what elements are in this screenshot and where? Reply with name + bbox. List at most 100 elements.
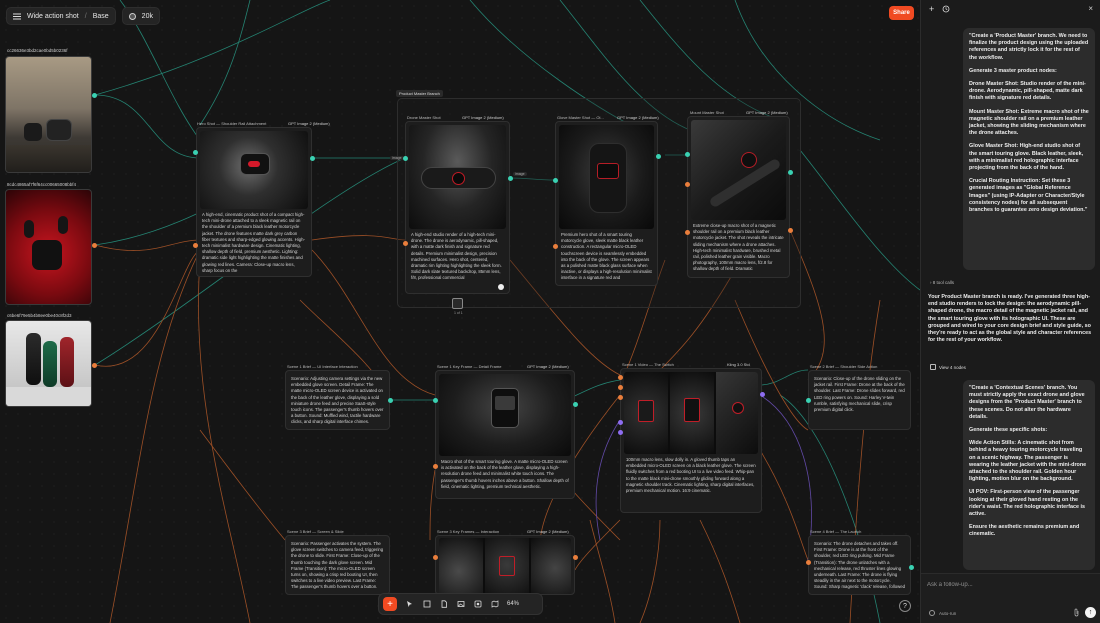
hero-shot-node[interactable]: A high-end, cinematic product shot of a … [196, 127, 312, 277]
keyframe1-output-port[interactable] [573, 402, 578, 407]
video1-node[interactable]: 100mm macro lens, slow dolly in. A glove… [620, 368, 762, 513]
scene3-brief-title: Scene 3 Brief — Screen & Slide [287, 529, 344, 534]
share-button[interactable]: Share [889, 6, 914, 20]
video1-node-model[interactable]: Kling 3.0 Std [727, 362, 750, 367]
hamburger-icon[interactable] [13, 13, 21, 20]
mount-master-node[interactable]: Extreme close-up macro shot of a magneti… [687, 116, 790, 278]
keyframes3-output-port[interactable] [573, 555, 578, 560]
keyframes3-input-port[interactable] [433, 555, 438, 560]
video1-port-1[interactable] [618, 375, 623, 380]
keyframe1-node-model[interactable]: GPT Image 2 (Medium) [527, 364, 569, 369]
mount-output-port[interactable] [788, 170, 793, 175]
mount-node-model[interactable]: GPT Image 2 (Medium) [746, 110, 788, 115]
paperclip-icon[interactable] [1073, 608, 1080, 617]
keyframes3-node-title: Scene 3 Key Frames — Interaction [437, 529, 500, 534]
drone-page-indicator: 1 of 1 [454, 311, 463, 315]
zoom-level[interactable]: 64% [507, 601, 520, 607]
history-icon[interactable] [942, 5, 950, 13]
view-nodes-button[interactable]: View 4 nodes [930, 364, 966, 370]
drone-master-node[interactable]: A high-end studio render of a high-tech … [405, 121, 510, 294]
gallery-icon[interactable] [473, 600, 482, 609]
mount-input-port[interactable] [685, 152, 690, 157]
mount-node-title: Mount Master Shot [690, 110, 724, 115]
image-label-3: c6be6f79e5b4b8ee0be40c8f2d3 [7, 313, 72, 318]
message1-line: "Create a 'Product Master' branch. We ne… [969, 33, 1089, 61]
hero-shot-image[interactable] [200, 131, 308, 209]
image-label-1: cc26636e3bd2cae0bd5b0236f [7, 48, 68, 53]
hero-output-port[interactable] [310, 156, 315, 161]
mount-output2-port[interactable] [788, 228, 793, 233]
settings-icon[interactable] [929, 610, 935, 616]
video1-frames[interactable] [624, 372, 758, 454]
help-button[interactable]: ? [899, 600, 911, 612]
hero-input-port[interactable] [193, 150, 198, 155]
keyframes3-frames[interactable] [439, 538, 571, 594]
scene1-output-port[interactable] [388, 398, 393, 403]
keyframes3-node-model[interactable]: GPT Image 2 (Medium) [527, 529, 569, 534]
drone-node-model[interactable]: GPT Image 2 (Medium) [462, 115, 504, 120]
scene4-output-port[interactable] [909, 565, 914, 570]
keyframe1-image[interactable] [439, 374, 571, 456]
send-arrow-icon[interactable]: ↑ [1085, 607, 1096, 618]
hero-text-port[interactable] [193, 243, 198, 248]
video1-output-port[interactable] [760, 392, 765, 397]
keyframes3-node[interactable] [435, 535, 575, 595]
glove-master-node[interactable]: Premium hero shot of a smart touring mot… [555, 121, 658, 286]
video1-port-5[interactable] [618, 430, 623, 435]
drone-output-port[interactable] [508, 176, 513, 181]
colored-devices-photo[interactable] [5, 320, 92, 407]
keyframe1-input-port[interactable] [433, 398, 438, 403]
product-master-group-label[interactable]: Product Master Branch [396, 90, 443, 97]
video1-port-2[interactable] [618, 385, 623, 390]
glove-node-model[interactable]: GPT Image 2 (Medium) [617, 115, 659, 120]
plus-icon[interactable]: + [383, 597, 397, 611]
mount-ref-port[interactable] [685, 182, 690, 187]
glove-input-port[interactable] [553, 178, 558, 183]
mount-master-image[interactable] [691, 120, 786, 220]
new-chat-plus-icon[interactable]: + [929, 4, 935, 14]
canvas-toolbar: + 64% [378, 593, 543, 615]
drone-product-photo[interactable] [5, 56, 92, 173]
follow-up-input[interactable] [927, 579, 1095, 591]
document-icon[interactable] [439, 600, 448, 609]
cursor-icon[interactable] [405, 600, 414, 609]
drone-master-image[interactable] [409, 125, 506, 229]
hero-node-title: Hero Shot — Shoulder Rail Attachment [197, 121, 267, 126]
drone-input-port[interactable] [403, 156, 408, 161]
breadcrumb-project[interactable]: Wide action shot [27, 12, 79, 20]
image3-output-port[interactable] [92, 363, 97, 368]
keyframe1-text-port[interactable] [433, 464, 438, 469]
workflow-canvas[interactable]: Wide action shot / Base 20k Share cc2663… [0, 0, 920, 623]
drone-image-thumbnail[interactable] [452, 298, 463, 309]
image-icon[interactable] [456, 600, 465, 609]
credits-badge[interactable]: 20k [121, 7, 160, 25]
keyframe1-node[interactable]: Macro shot of the smart touring glove. A… [435, 370, 575, 499]
breadcrumb-branch[interactable]: Base [92, 12, 109, 20]
mount-text-port[interactable] [685, 230, 690, 235]
scene3-brief-note[interactable]: Scenario: Passenger activates the system… [285, 535, 390, 595]
glove-text-port[interactable] [553, 244, 558, 249]
keyframe1-prompt: Macro shot of the smart touring glove. A… [441, 459, 569, 489]
red-earbuds-photo[interactable] [5, 189, 92, 305]
auto-run-label[interactable]: Auto-run [939, 611, 957, 616]
expand-icon[interactable] [498, 284, 504, 290]
scene1-brief-title: Scene 1 Brief — UI Interface Interaction [287, 364, 358, 369]
sticky-note-icon[interactable] [422, 600, 431, 609]
scene4-brief-note[interactable]: Scenario: The drone detaches and takes o… [808, 535, 911, 595]
image1-output-port[interactable] [92, 93, 97, 98]
glove-output-port[interactable] [656, 154, 661, 159]
close-icon[interactable]: × [1088, 4, 1093, 13]
video1-port-4[interactable] [618, 420, 623, 425]
scene4-input-port[interactable] [806, 560, 811, 565]
map-icon[interactable] [490, 600, 499, 609]
hero-node-model[interactable]: GPT Image 2 (Medium) [288, 121, 330, 126]
image2-output-port[interactable] [92, 243, 97, 248]
drone-text-port[interactable] [403, 241, 408, 246]
follow-up-composer: Auto-run ↑ [921, 573, 1100, 623]
glove-master-image[interactable] [559, 125, 654, 229]
tool-calls-toggle[interactable]: › 8 tool calls [930, 280, 955, 285]
video1-port-3[interactable] [618, 395, 623, 400]
scene2-input-port[interactable] [806, 398, 811, 403]
scene2-brief-note[interactable]: Scenario: Close-up of the drone sliding … [808, 370, 911, 430]
scene1-brief-note[interactable]: Scenario: Adjusting camera settings via … [285, 370, 390, 430]
